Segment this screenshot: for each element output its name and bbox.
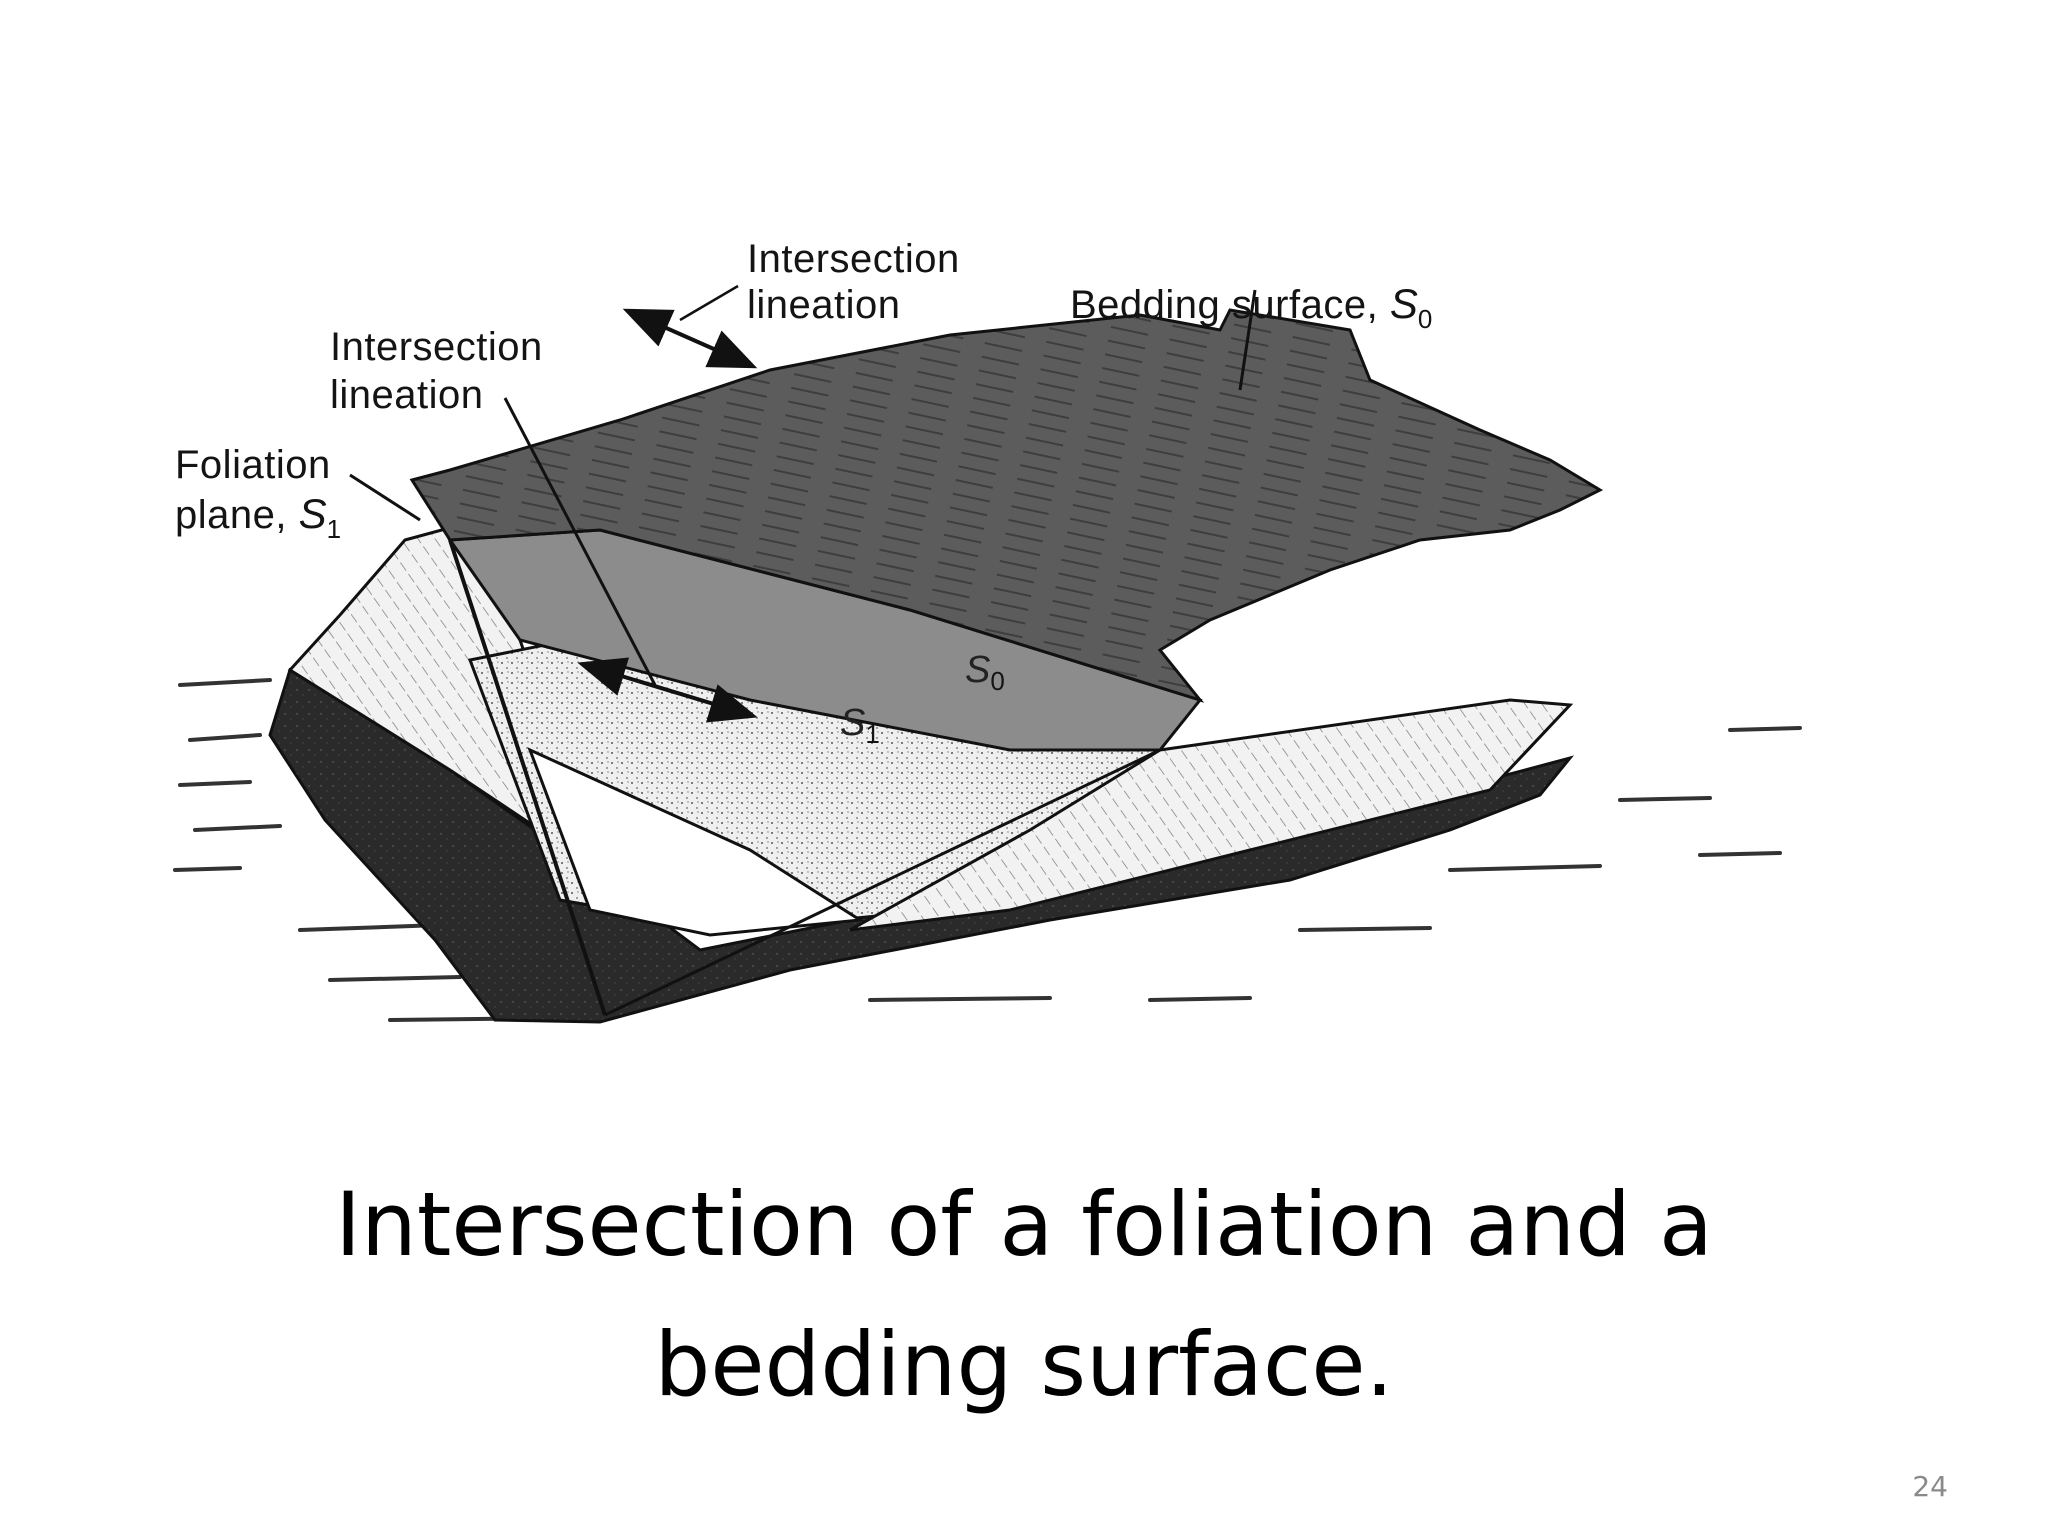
- top-lineation-leader: [679, 284, 739, 322]
- caption-line-2: bedding surface.: [654, 1313, 1394, 1416]
- top-lineation-arrow: [622, 308, 758, 369]
- label-foliation-2: plane, S1: [175, 490, 341, 544]
- label-inner-s0: S0: [965, 649, 1005, 696]
- slide-caption: Intersection of a foliation and a beddin…: [0, 1155, 2048, 1435]
- label-intersection-lineation-top-1: Intersection: [747, 237, 960, 281]
- label-bedding-surface: Bedding surface, S0: [1070, 280, 1432, 334]
- foliation-trace-line: [448, 539, 607, 1016]
- bedding-trace-line: [604, 748, 1161, 1017]
- bedding-leader: [1238, 289, 1257, 391]
- foliation-leader: [349, 473, 421, 522]
- bedding-top-surface: [409, 308, 1604, 703]
- foliation-bedding-block-diagram: Intersection lineation Intersection line…: [173, 237, 1802, 1024]
- label-intersection-lineation-left-2: lineation: [330, 373, 484, 417]
- dark-base-layer: [268, 667, 1575, 1024]
- label-intersection-lineation-left-1: Intersection: [330, 325, 543, 369]
- inner-lineation-arrow: [577, 657, 758, 723]
- label-intersection-lineation-top-2: lineation: [747, 283, 901, 327]
- ground-dashes: [173, 678, 1802, 1022]
- left-lineation-leader: [503, 397, 657, 686]
- label-inner-s1: S1: [840, 702, 880, 749]
- caption-line-1: Intersection of a foliation and a: [335, 1173, 1713, 1276]
- page-number: 24: [1912, 1470, 1948, 1503]
- right-hatched-layers: [849, 698, 1574, 932]
- label-foliation-1: Foliation: [175, 443, 331, 487]
